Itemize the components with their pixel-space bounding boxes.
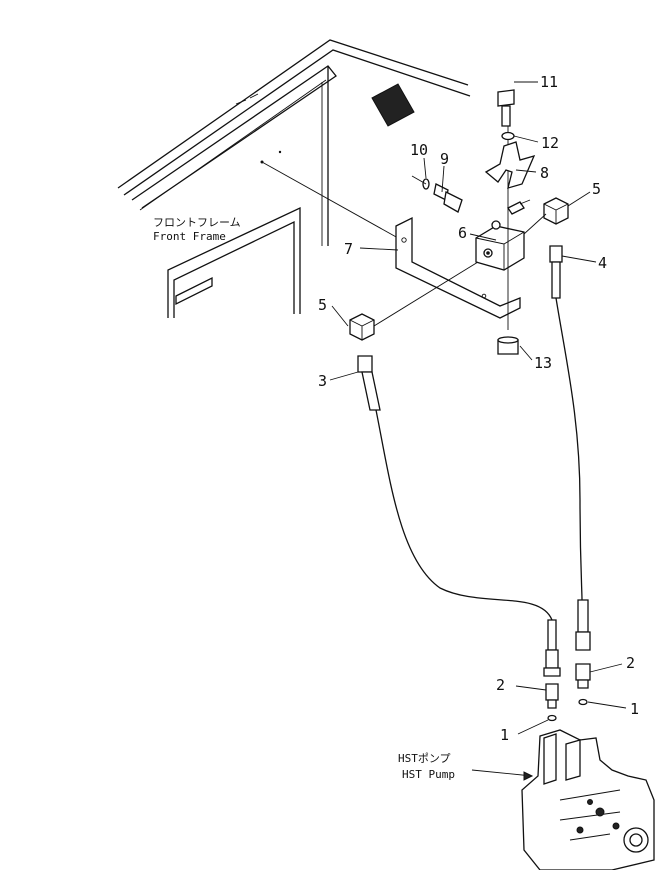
washer-leader — [411, 175, 427, 185]
elbow-fitting-upper — [543, 197, 569, 225]
callout-4: 4 — [598, 254, 607, 272]
callout-leaders — [329, 81, 627, 781]
callout-1-left: 1 — [500, 726, 509, 744]
callout-5-lower: 5 — [318, 296, 327, 314]
elbow-upper-leader — [523, 213, 547, 235]
front-frame — [117, 39, 471, 318]
callout-6: 6 — [458, 224, 467, 242]
callout-7: 7 — [344, 240, 353, 258]
callout-3: 3 — [318, 372, 327, 390]
callout-2-right: 2 — [626, 654, 635, 672]
adapter-left — [545, 683, 559, 709]
hose-end-left — [543, 619, 561, 677]
clamp-8 — [484, 141, 536, 189]
front-frame-label-jp: フロントフレーム — [153, 216, 241, 229]
hst-pump-label-jp: HSTポンプ — [398, 752, 451, 765]
elbow-fitting-lower — [349, 313, 375, 341]
hose-end-right — [575, 599, 591, 651]
callout-12: 12 — [541, 134, 559, 152]
valve-block — [475, 220, 525, 271]
bolt-9 — [433, 183, 463, 213]
callout-13: 13 — [534, 354, 552, 372]
front-frame-label-en: Front Frame — [153, 230, 226, 243]
elbow-lower-leader — [373, 261, 479, 327]
valve-bolt — [507, 201, 525, 215]
hose-3 — [357, 355, 553, 621]
hst-pump — [521, 729, 655, 871]
callout-11: 11 — [540, 73, 558, 91]
frame-leader-line — [261, 161, 399, 239]
callout-10: 10 — [410, 141, 428, 159]
hst-pump-label-en: HST Pump — [402, 768, 455, 781]
callout-5-upper: 5 — [592, 180, 601, 198]
callout-2-left: 2 — [496, 676, 505, 694]
bolt-11 — [497, 89, 515, 127]
callout-8: 8 — [540, 164, 549, 182]
callout-1-right: 1 — [630, 700, 639, 718]
nut-13 — [497, 336, 519, 355]
callout-9: 9 — [440, 150, 449, 168]
hose-4 — [549, 245, 583, 601]
washer-12 — [501, 131, 515, 141]
o-ring-right — [578, 698, 588, 706]
o-ring-left — [547, 714, 557, 722]
adapter-right — [575, 663, 591, 689]
